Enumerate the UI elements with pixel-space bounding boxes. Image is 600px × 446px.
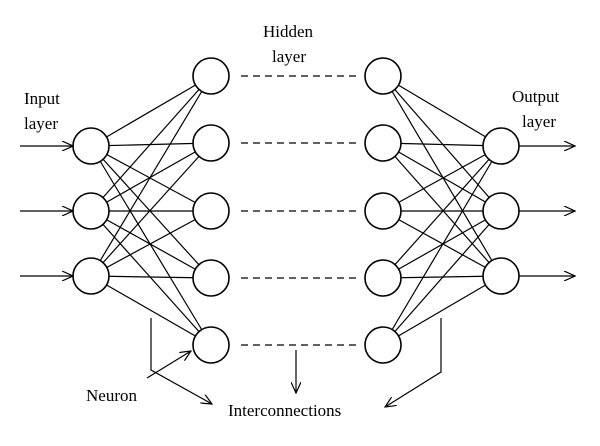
- hidden-dashed-links: [241, 75, 357, 346]
- edge-in2-h1: [90, 75, 212, 212]
- edge-h4-out3: [382, 275, 502, 279]
- output-layer-label-line2: layer: [522, 112, 556, 131]
- hidden-last-neuron-2: [364, 124, 402, 162]
- edge-in1-h5: [90, 145, 212, 346]
- hidden-last-neuron-1: [364, 57, 402, 95]
- edge-in1-h2: [90, 142, 212, 147]
- edge-in1-h3: [90, 145, 212, 212]
- edge-in3-h5: [90, 275, 212, 346]
- neuron-pointer-arrow: [146, 351, 191, 379]
- output-neuron-2: [482, 192, 520, 230]
- hidden-first-neuron-5: [192, 326, 230, 364]
- edge-in3-h2: [90, 142, 212, 277]
- hidden-first-neuron-2: [192, 124, 230, 162]
- hidden-last-neuron-4: [364, 259, 402, 297]
- interconnections-label: Interconnections: [228, 401, 341, 420]
- hidden-layer-label-line2: layer: [272, 47, 306, 66]
- input-neuron-2: [72, 192, 110, 230]
- hidden-first-neuron-1: [192, 57, 230, 95]
- input-layer-label-line1: Input: [24, 89, 60, 108]
- edge-h4-out1: [382, 145, 502, 279]
- annotation-pointers: [146, 318, 442, 407]
- edge-h5-out3: [382, 275, 502, 346]
- edge-in3-h4: [90, 275, 212, 279]
- edge-in1-h1: [90, 75, 212, 147]
- neuron-label: Neuron: [86, 386, 137, 405]
- output-neuron-1: [482, 127, 520, 165]
- edge-h1-out1: [382, 75, 502, 147]
- edge-h3-out1: [382, 145, 502, 212]
- hidden-last-neuron-3: [364, 192, 402, 230]
- edge-in3-h1: [90, 75, 212, 277]
- edge-h1-out2: [382, 75, 502, 212]
- io-arrows: [20, 146, 575, 276]
- hidden-last-neuron-5: [364, 326, 402, 364]
- edge-in2-h5: [90, 210, 212, 346]
- hidden-layer-label-line1: Hidden: [263, 22, 314, 41]
- edge-in1-h4: [90, 145, 212, 279]
- output-neuron-3: [482, 257, 520, 295]
- edge-in3-h3: [90, 210, 212, 277]
- edge-h1-out3: [382, 75, 502, 277]
- input-neuron-3: [72, 257, 110, 295]
- left-interconnections-pointer: [150, 318, 212, 404]
- input-layer-label-line2: layer: [24, 114, 58, 133]
- input-neuron-1: [72, 127, 110, 165]
- edge-h2-out1: [382, 142, 502, 147]
- edge-h2-out2: [382, 142, 502, 212]
- hidden-first-neuron-3: [192, 192, 230, 230]
- edge-h3-out3: [382, 210, 502, 277]
- right-interconnections-pointer: [385, 318, 442, 407]
- output-layer-label-line1: Output: [512, 87, 560, 106]
- neurons: [72, 57, 520, 364]
- hidden-first-neuron-4: [192, 259, 230, 297]
- connections: [90, 75, 502, 346]
- edge-h2-out3: [382, 142, 502, 277]
- edge-h5-out2: [382, 210, 502, 346]
- edge-h5-out1: [382, 145, 502, 346]
- edge-in2-h4: [90, 210, 212, 279]
